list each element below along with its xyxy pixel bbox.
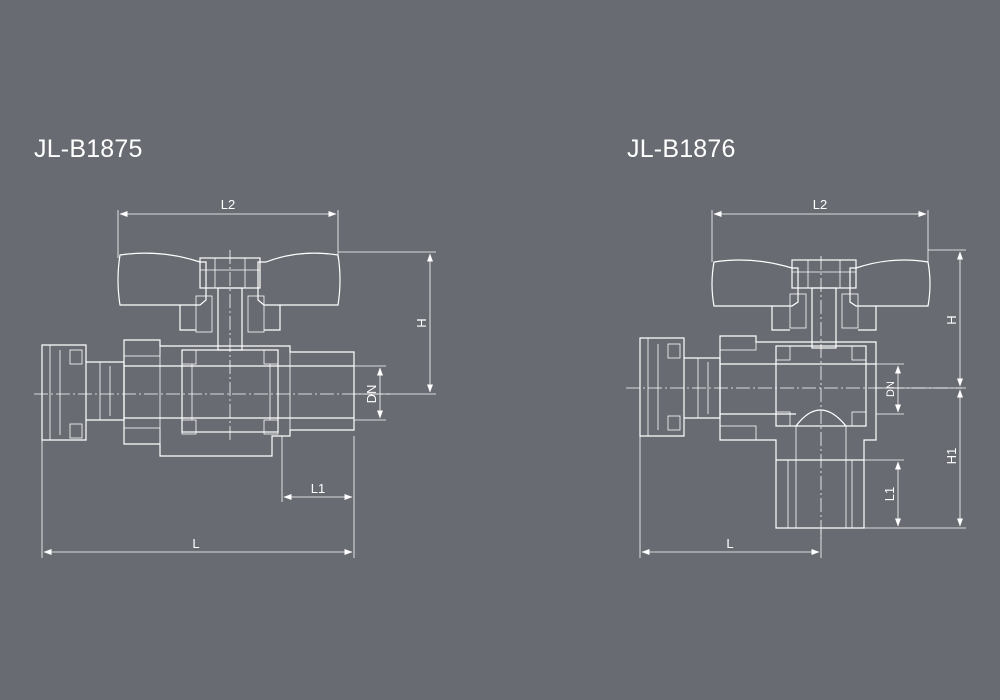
dim-l: L	[192, 536, 199, 551]
dim-dn: DN	[364, 385, 379, 404]
valve-jl-b1875: L2 H DN L1 L	[34, 197, 436, 558]
handle	[711, 259, 931, 307]
valve-body	[123, 339, 355, 457]
model-title-1: JL-B1875	[34, 135, 143, 163]
stem-nut	[791, 259, 857, 289]
dim-l2: L2	[813, 197, 827, 212]
dim-l2: L2	[221, 197, 235, 212]
dim-h1: H1	[944, 448, 959, 465]
dim-l1: L1	[311, 481, 325, 496]
dim-l: L	[726, 536, 733, 551]
union-nut	[639, 337, 685, 437]
valve-jl-b1876: L2 H DN H1 L1 L	[626, 197, 966, 558]
valve-body	[719, 335, 877, 461]
dim-h: H	[944, 315, 959, 324]
dim-h: H	[414, 318, 429, 327]
dim-dn: DN	[885, 381, 897, 397]
handle	[117, 252, 341, 306]
dim-l1: L1	[882, 487, 897, 501]
model-title-2: JL-B1876	[627, 135, 736, 163]
union-nut	[41, 344, 87, 441]
